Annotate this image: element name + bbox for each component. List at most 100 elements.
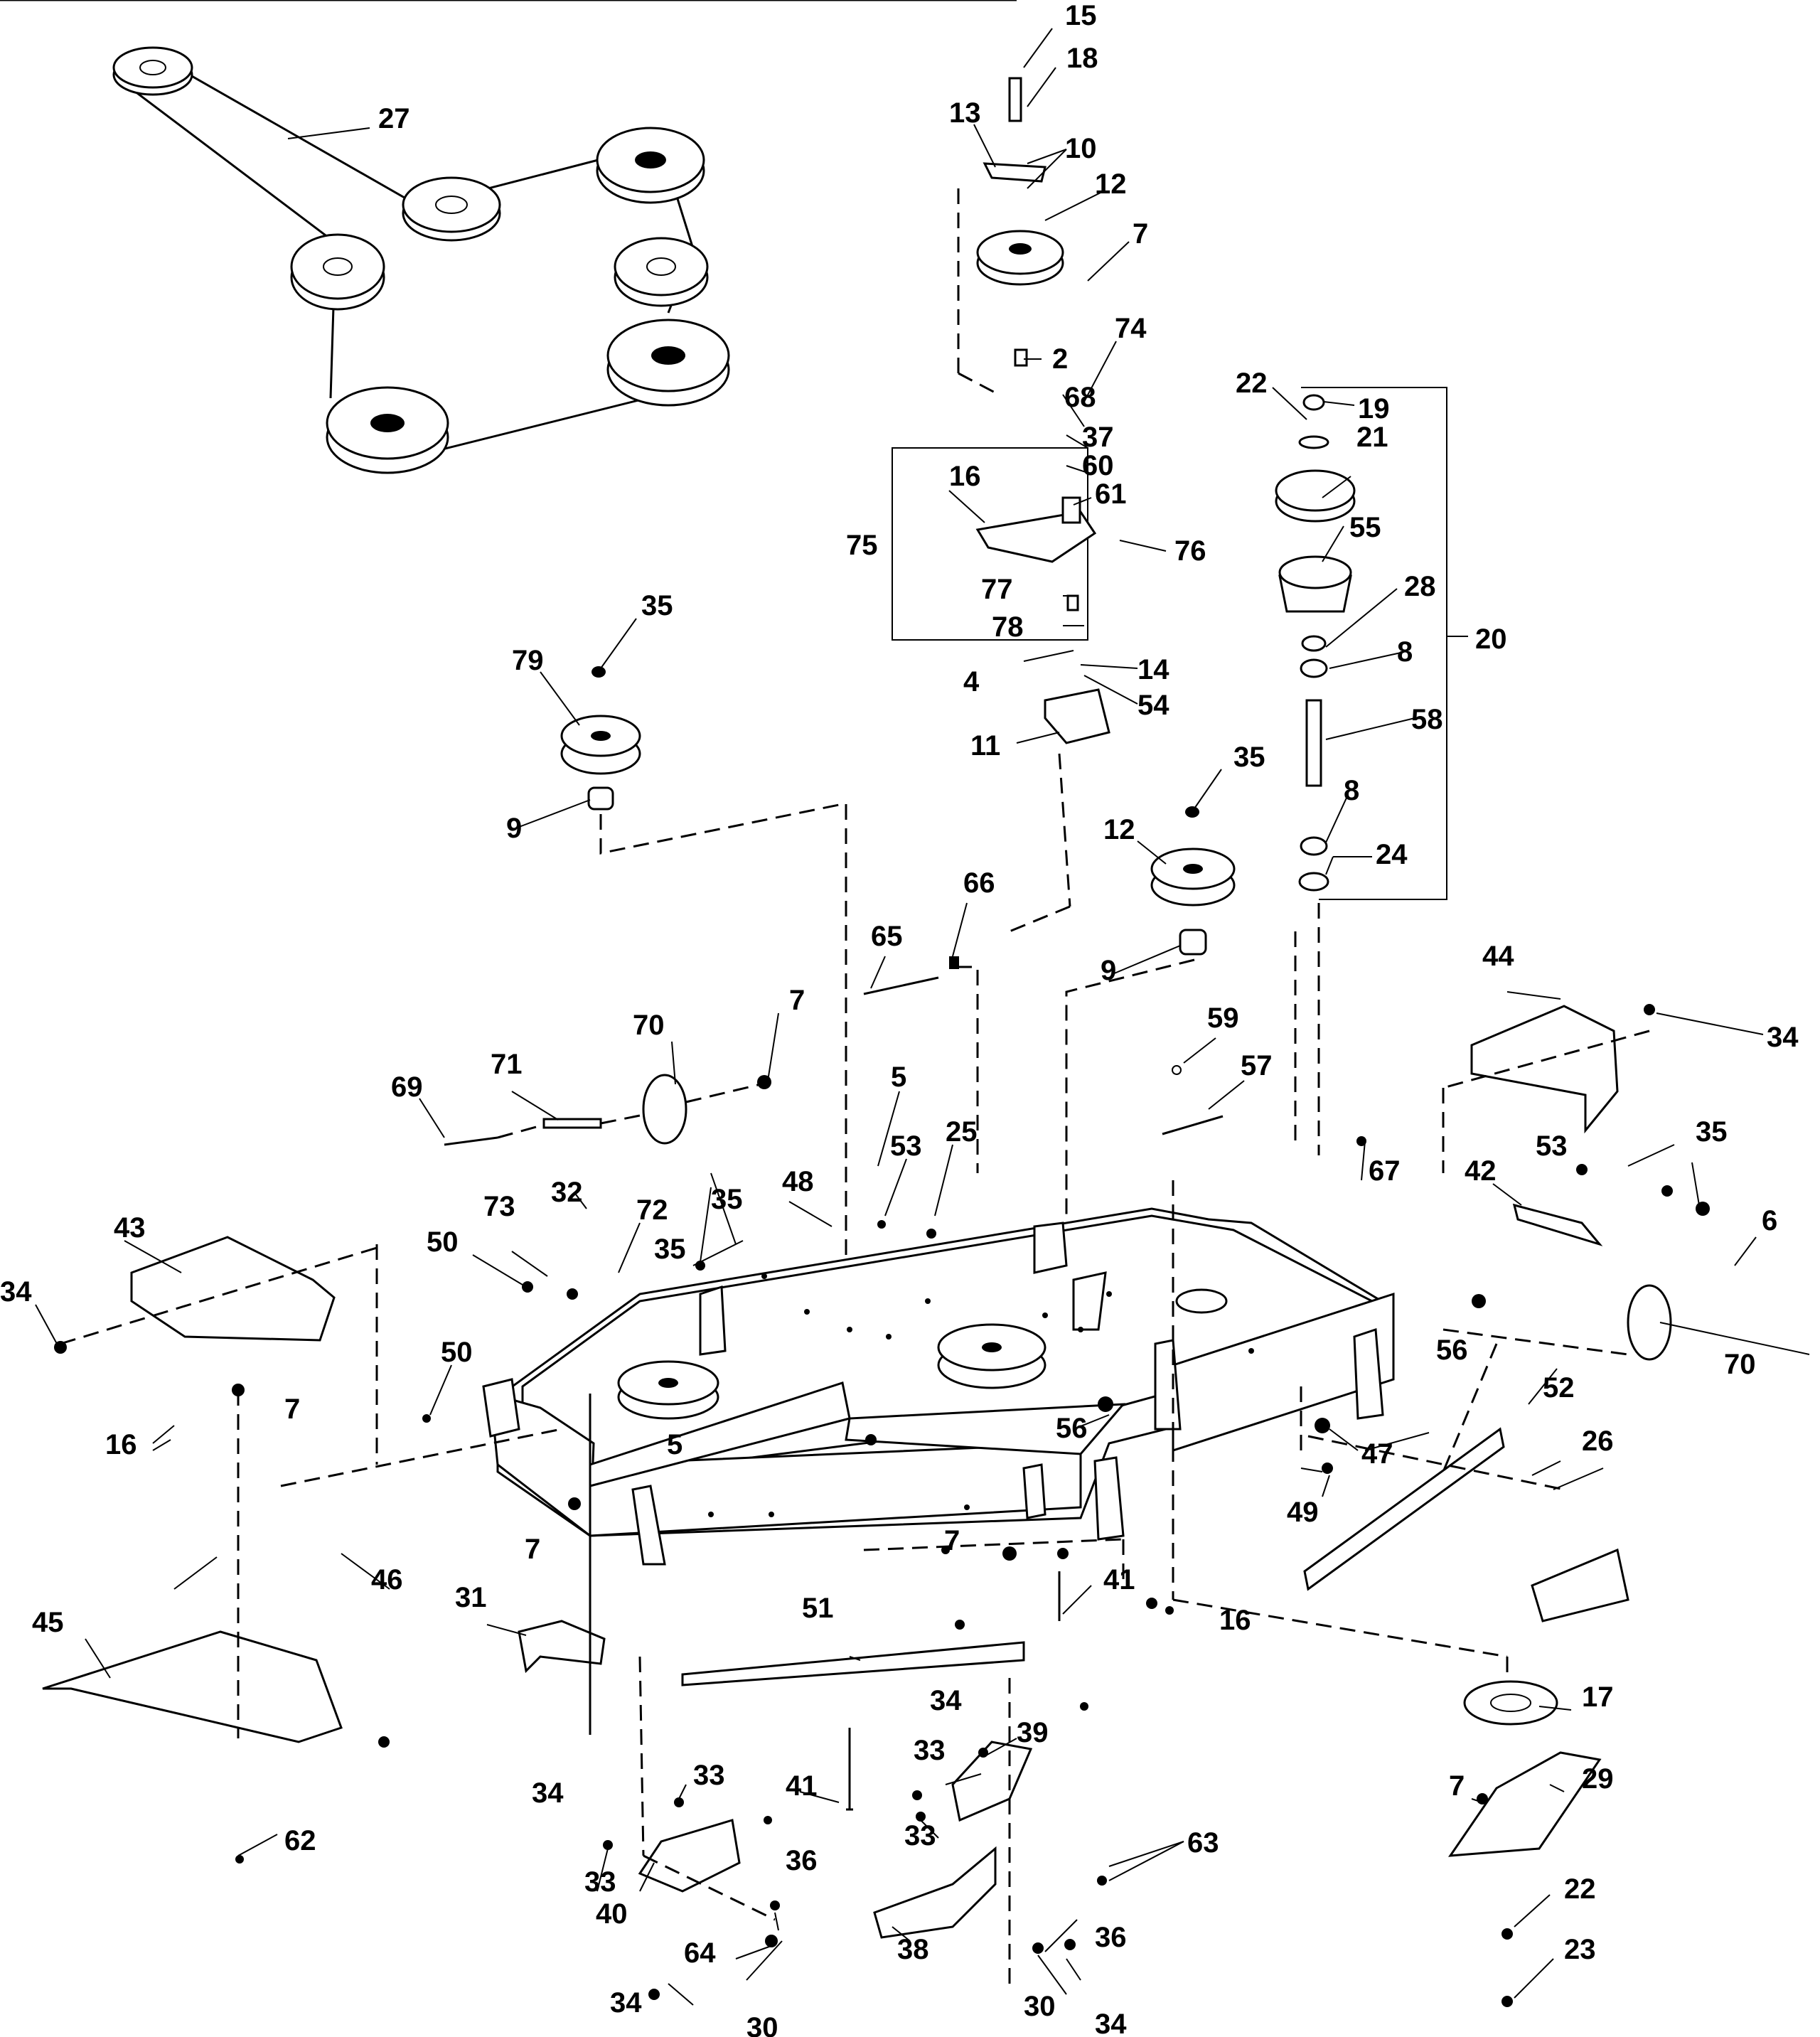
callout-56: 56 xyxy=(1436,1335,1468,1366)
callout-47: 47 xyxy=(1361,1438,1393,1470)
callout-67: 67 xyxy=(1369,1155,1401,1187)
callout-33: 33 xyxy=(584,1866,616,1898)
callout-33: 33 xyxy=(693,1760,725,1791)
callout-44: 44 xyxy=(1482,941,1514,972)
callout-35: 35 xyxy=(711,1184,743,1215)
callout-12: 12 xyxy=(1095,169,1127,200)
callout-51: 51 xyxy=(802,1593,834,1624)
callout-16: 16 xyxy=(105,1429,137,1460)
callout-70: 70 xyxy=(1724,1349,1756,1380)
callout-11: 11 xyxy=(970,730,1000,761)
callout-61: 61 xyxy=(1095,478,1127,510)
callout-34: 34 xyxy=(610,1987,642,2019)
callout-57: 57 xyxy=(1241,1050,1273,1081)
callout-17: 17 xyxy=(1582,1682,1614,1713)
callout-63: 63 xyxy=(1187,1827,1219,1859)
callout-27: 27 xyxy=(378,103,410,134)
callout-5: 5 xyxy=(667,1429,682,1460)
callout-55: 55 xyxy=(1349,512,1381,543)
callout-71: 71 xyxy=(491,1049,523,1080)
callout-69: 69 xyxy=(391,1071,423,1103)
callout-19: 19 xyxy=(1358,393,1390,424)
callout-60: 60 xyxy=(1082,450,1114,481)
pulley xyxy=(290,233,385,311)
callout-75: 75 xyxy=(846,530,878,561)
callout-21: 21 xyxy=(1356,422,1388,453)
callout-12: 12 xyxy=(1103,814,1135,845)
callout-13: 13 xyxy=(949,97,981,129)
callout-70: 70 xyxy=(633,1010,665,1041)
callout-5: 5 xyxy=(891,1062,906,1093)
callout-52: 52 xyxy=(1543,1372,1575,1404)
callout-32: 32 xyxy=(551,1177,583,1208)
callout-30: 30 xyxy=(1024,1991,1056,2022)
pulley xyxy=(596,127,705,204)
belt-routing-illustration xyxy=(112,46,730,474)
callout-54: 54 xyxy=(1138,690,1169,721)
callout-28: 28 xyxy=(1404,571,1436,602)
callout-7: 7 xyxy=(789,985,805,1016)
callout-8: 8 xyxy=(1397,636,1413,668)
callout-33: 33 xyxy=(904,1820,936,1851)
callout-68: 68 xyxy=(1064,382,1096,413)
pulley xyxy=(326,386,449,474)
blade-guards xyxy=(589,1394,1061,1939)
deck-shell xyxy=(482,1207,1395,1566)
springs-and-rods xyxy=(444,956,1224,1173)
callout-7: 7 xyxy=(1133,218,1148,250)
callout-2: 2 xyxy=(1052,343,1068,375)
callout-23: 23 xyxy=(1564,1934,1596,1965)
spindle-assembly xyxy=(1275,387,1447,1155)
callout-4: 4 xyxy=(963,666,980,697)
callout-34: 34 xyxy=(532,1777,564,1809)
callout-8: 8 xyxy=(1344,775,1359,806)
callout-35: 35 xyxy=(1696,1116,1728,1148)
callout-42: 42 xyxy=(1465,1155,1497,1187)
callout-34: 34 xyxy=(930,1685,962,1716)
callout-43: 43 xyxy=(114,1212,146,1244)
callout-34: 34 xyxy=(0,1276,32,1308)
callout-10: 10 xyxy=(1065,133,1097,164)
callout-7: 7 xyxy=(944,1525,960,1556)
callout-73: 73 xyxy=(483,1191,515,1222)
alignment-dashes xyxy=(60,1030,1650,1984)
callout-7: 7 xyxy=(284,1394,300,1425)
callout-41: 41 xyxy=(1103,1564,1135,1595)
callout-31: 31 xyxy=(455,1582,487,1613)
callout-78: 78 xyxy=(992,611,1024,643)
callout-35: 35 xyxy=(654,1234,686,1265)
callout-24: 24 xyxy=(1376,839,1408,870)
idler-arm-assembly xyxy=(0,0,1110,933)
callout-16: 16 xyxy=(1219,1605,1251,1636)
callout-72: 72 xyxy=(636,1194,668,1226)
callout-59: 59 xyxy=(1207,1003,1239,1034)
callout-34: 34 xyxy=(1767,1022,1799,1053)
callout-7: 7 xyxy=(1449,1770,1465,1802)
callout-7: 7 xyxy=(525,1534,540,1565)
callout-18: 18 xyxy=(1066,43,1098,74)
callout-66: 66 xyxy=(963,867,995,899)
callout-53: 53 xyxy=(1536,1130,1568,1162)
callout-53: 53 xyxy=(890,1130,922,1162)
callout-76: 76 xyxy=(1174,535,1206,567)
callout-40: 40 xyxy=(596,1898,628,1930)
callout-39: 39 xyxy=(1017,1717,1049,1748)
callout-79: 79 xyxy=(512,645,544,676)
callout-25: 25 xyxy=(946,1116,978,1148)
baffles-and-shields xyxy=(42,1005,1672,1857)
callout-37: 37 xyxy=(1082,422,1114,453)
callout-46: 46 xyxy=(371,1564,403,1595)
callout-29: 29 xyxy=(1582,1763,1614,1795)
callout-64: 64 xyxy=(684,1937,716,1969)
pulley xyxy=(112,46,193,96)
callout-50: 50 xyxy=(427,1226,459,1258)
leader-lines xyxy=(35,28,1810,2006)
callout-22: 22 xyxy=(1236,368,1268,399)
callout-16: 16 xyxy=(949,461,981,492)
callout-34: 34 xyxy=(1095,2009,1127,2037)
callout-49: 49 xyxy=(1287,1497,1319,1528)
callout-26: 26 xyxy=(1582,1426,1614,1457)
callout-38: 38 xyxy=(897,1934,929,1965)
